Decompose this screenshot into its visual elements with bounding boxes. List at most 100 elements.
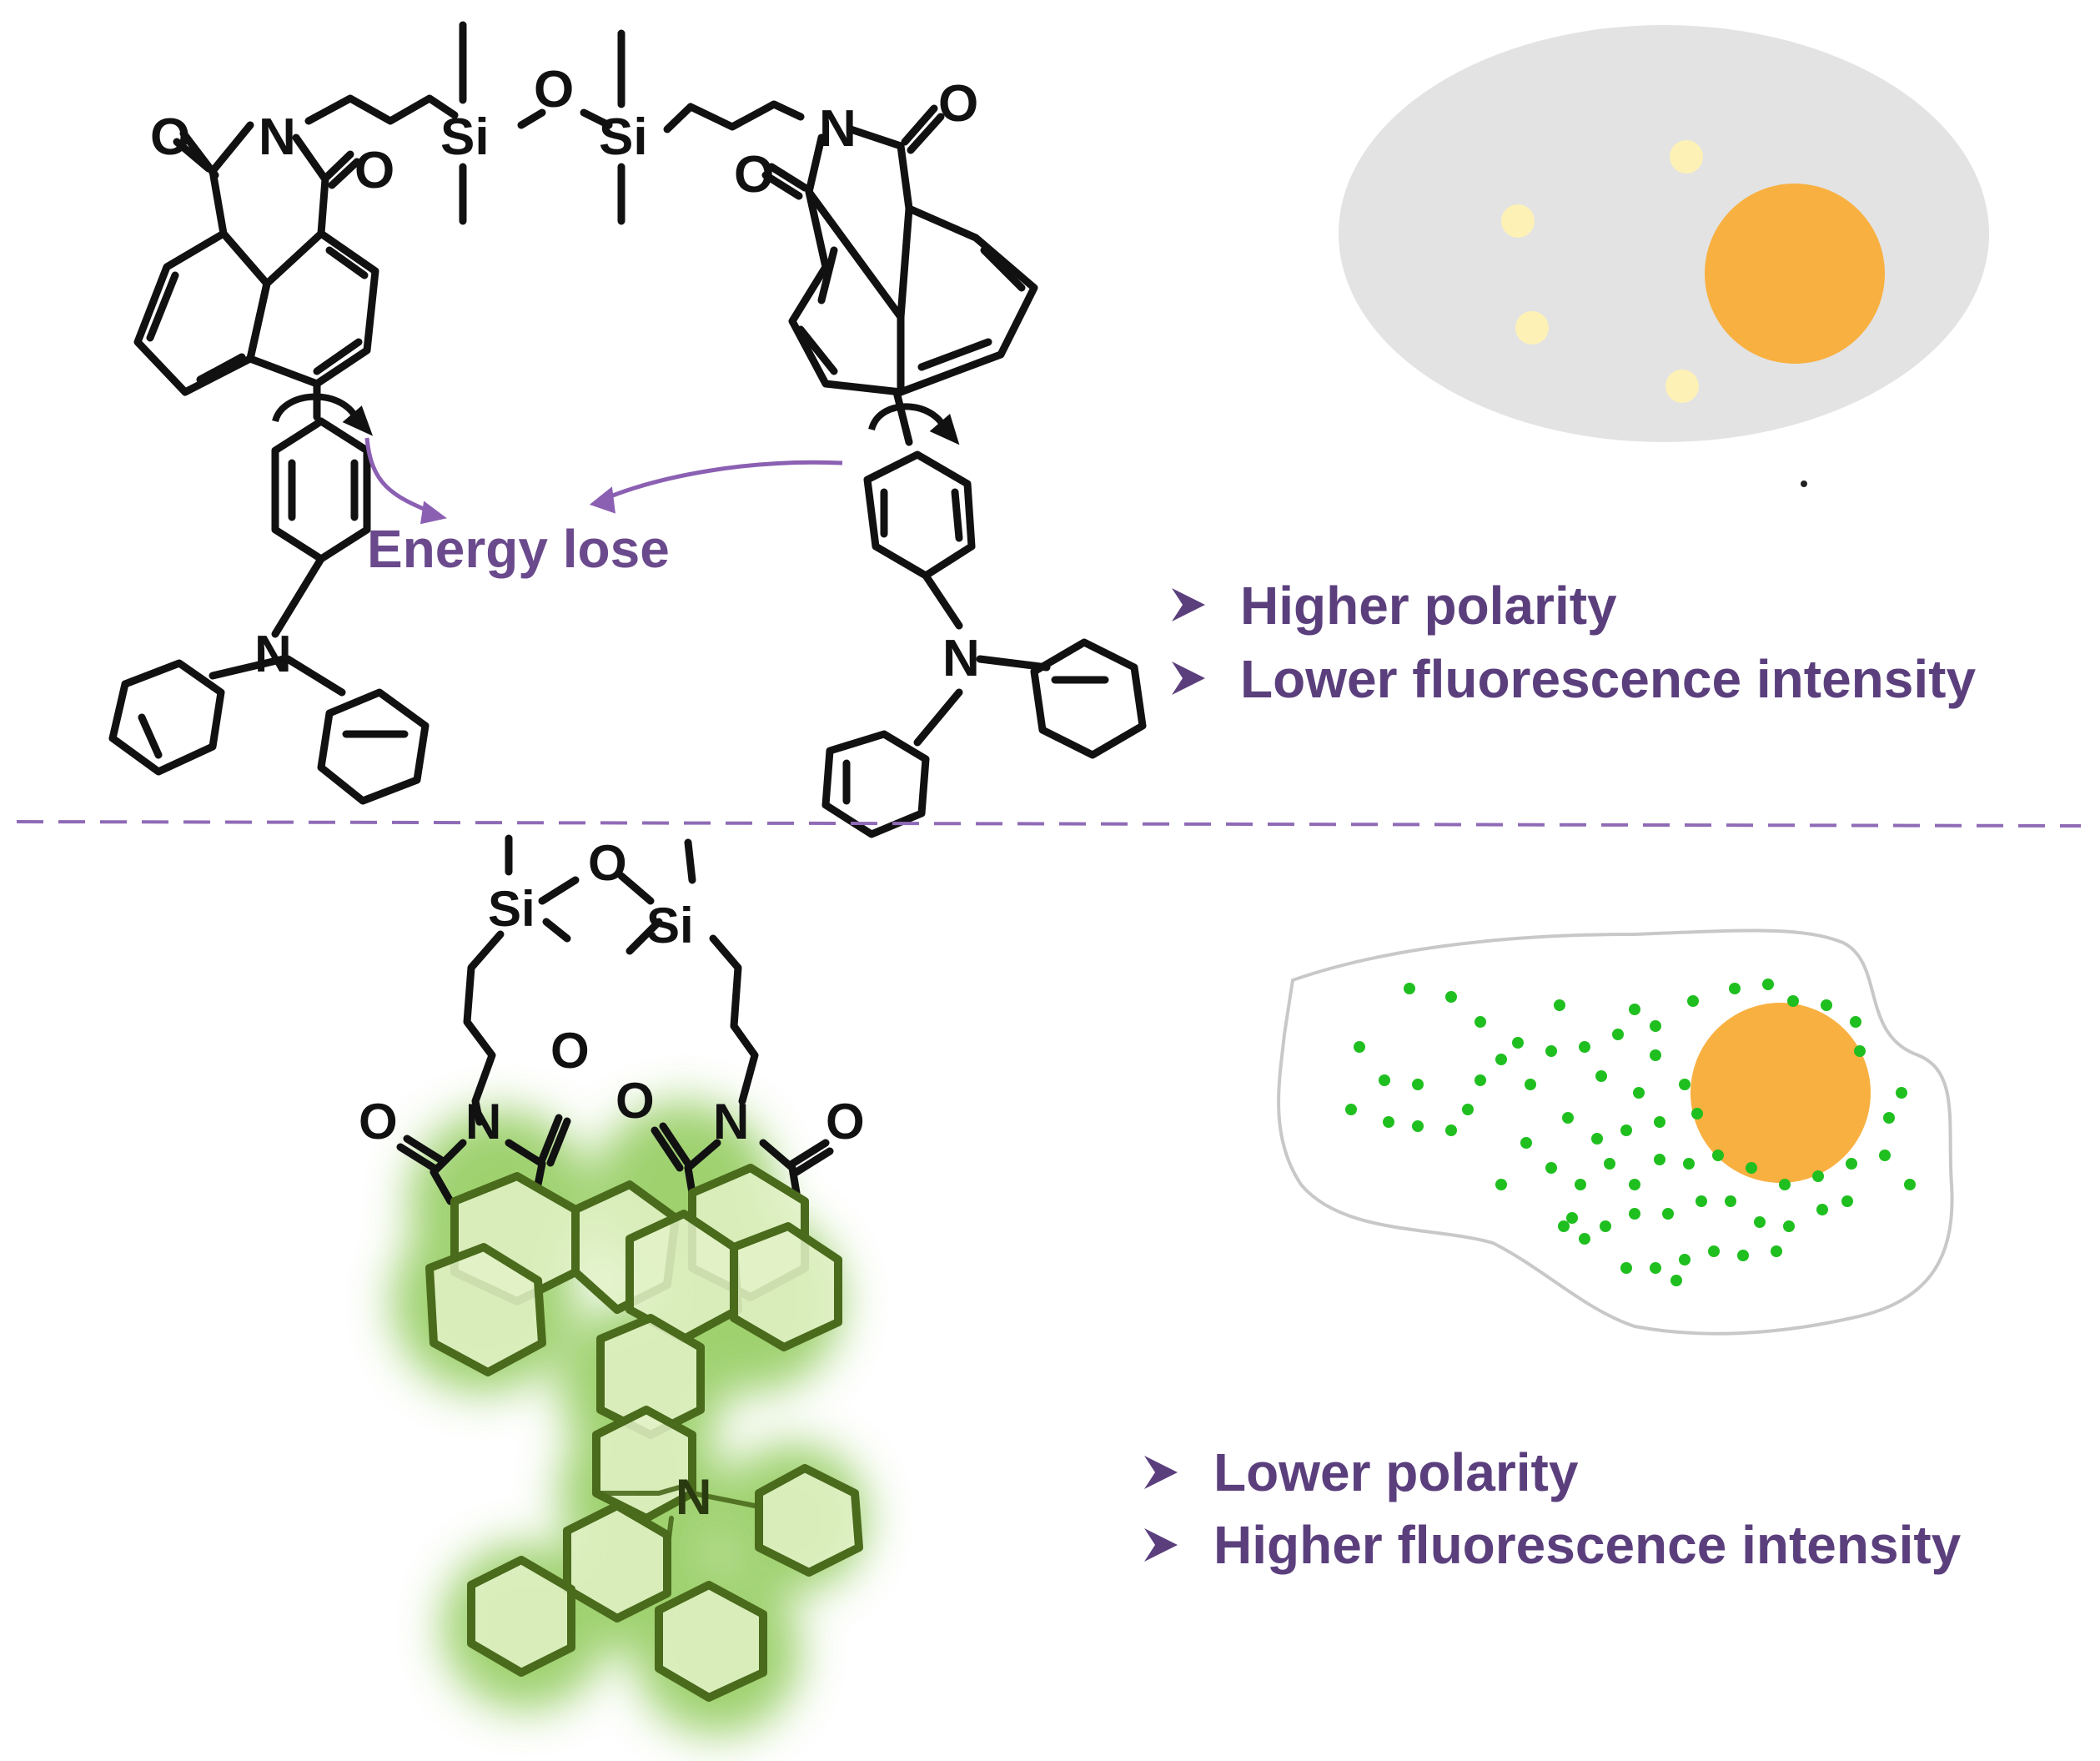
lipid-droplet xyxy=(1629,1208,1640,1220)
lipid-droplet xyxy=(1708,1245,1720,1257)
lipid-droplet xyxy=(1683,1158,1695,1170)
ring xyxy=(730,1222,842,1351)
lipid-droplet xyxy=(1445,1125,1457,1136)
top-cell xyxy=(1339,25,1989,487)
lipid-droplet xyxy=(1654,1116,1665,1128)
lipid-droplet xyxy=(1650,1262,1661,1274)
cell-body xyxy=(1339,25,1989,442)
si-label: Si xyxy=(440,108,490,166)
lipid-droplet xyxy=(1787,995,1799,1007)
lipid-droplet xyxy=(1696,1195,1707,1207)
lipid-droplet xyxy=(1604,1158,1615,1170)
lipid-droplet xyxy=(1771,1245,1782,1257)
o-label: O xyxy=(354,142,394,199)
lipid-droplet xyxy=(1670,140,1703,174)
bullet-text: Higher fluorescence intensity xyxy=(1213,1515,1962,1575)
lipid-droplet xyxy=(1850,1016,1861,1028)
ring xyxy=(425,1243,546,1376)
lipid-droplet xyxy=(1495,1179,1507,1190)
lipid-droplet xyxy=(1725,1195,1736,1207)
lipid-droplet xyxy=(1779,1179,1791,1190)
bottom-molecule xyxy=(396,834,863,1702)
lipid-droplet xyxy=(1595,1070,1607,1082)
lipid-droplet xyxy=(1821,999,1832,1011)
lipid-droplets xyxy=(1345,979,1916,1286)
lipid-droplet xyxy=(1854,1045,1866,1057)
bottom-cell xyxy=(1277,928,1954,1336)
o-label: O xyxy=(734,146,774,204)
lipid-droplet xyxy=(1746,1162,1757,1174)
lipid-droplet xyxy=(1545,1162,1557,1174)
lipid-droplet xyxy=(1620,1125,1632,1136)
lipid-droplet xyxy=(1475,1074,1486,1086)
lipid-droplet xyxy=(1562,1112,1574,1124)
top-atom-labels: Si O Si N N O O O O N N xyxy=(150,61,980,687)
section-divider xyxy=(16,820,2082,828)
lipid-droplet xyxy=(1495,1054,1507,1065)
o-label: O xyxy=(938,75,978,133)
n-label: N xyxy=(259,108,296,166)
lipid-droplet xyxy=(1879,1150,1891,1161)
lipid-droplet xyxy=(1737,1250,1749,1261)
lipid-droplet xyxy=(1662,1208,1674,1220)
energy-loss-arrows xyxy=(364,437,843,525)
o-label: O xyxy=(615,1073,655,1129)
lipid-droplet xyxy=(1620,1262,1632,1274)
lipid-droplet xyxy=(1575,1179,1586,1190)
arrowhead-icon xyxy=(1144,1528,1178,1562)
lipid-droplet xyxy=(1475,1016,1486,1028)
o-label: O xyxy=(588,835,627,891)
lipid-droplet xyxy=(1665,370,1699,403)
lipid-droplet xyxy=(1566,1212,1578,1224)
top-bullets: Higher polarity Lower fluorescence inten… xyxy=(1172,576,1976,709)
lipid-droplet xyxy=(1512,1037,1524,1049)
nucleus xyxy=(1705,184,1885,364)
n-label: N xyxy=(942,630,980,687)
speck xyxy=(1801,481,1807,487)
ring xyxy=(563,1502,671,1623)
lipid-droplet xyxy=(1520,1137,1532,1149)
n-label: N xyxy=(819,100,857,158)
lipid-droplet xyxy=(1383,1116,1394,1128)
o-label: O xyxy=(150,108,190,166)
lipid-droplet xyxy=(1591,1133,1603,1145)
lipid-droplet xyxy=(1629,1179,1640,1190)
ring xyxy=(596,1314,705,1439)
ring xyxy=(467,1556,575,1677)
ring xyxy=(655,1581,767,1702)
o-label: O xyxy=(359,1094,398,1150)
lipid-droplet xyxy=(1629,1004,1640,1015)
lipid-droplet xyxy=(1654,1154,1665,1165)
lipid-droplet xyxy=(1812,1170,1824,1182)
bottom-atom-labels: Si O Si N N O O O O N xyxy=(359,835,865,1525)
n-label: N xyxy=(254,626,292,683)
o-label: O xyxy=(534,61,574,118)
bullet-text: Lower fluorescence intensity xyxy=(1240,649,1976,709)
lipid-droplet xyxy=(1612,1029,1624,1040)
bullet-text: Higher polarity xyxy=(1240,576,1617,636)
lipid-droplet xyxy=(1412,1079,1424,1090)
top-molecule xyxy=(108,21,1147,838)
lipid-droplet xyxy=(1762,979,1774,990)
lipid-droplet xyxy=(1650,1020,1661,1032)
o-label: O xyxy=(550,1023,590,1079)
si-label: Si xyxy=(646,898,694,953)
lipid-droplet xyxy=(1650,1049,1661,1061)
bullet-text: Lower polarity xyxy=(1213,1442,1579,1502)
lipid-droplet xyxy=(1904,1179,1916,1190)
lipid-droplet xyxy=(1670,1275,1682,1286)
lipid-droplet xyxy=(1816,1204,1828,1215)
n-label: N xyxy=(676,1469,711,1525)
lipid-droplet xyxy=(1554,999,1565,1011)
lipid-droplet xyxy=(1345,1104,1357,1115)
lipid-droplet xyxy=(1883,1112,1895,1124)
n-label: N xyxy=(713,1094,749,1150)
lipid-droplet xyxy=(1687,995,1699,1007)
lipid-droplet xyxy=(1404,983,1415,994)
rotation-arrow-icon xyxy=(272,393,960,445)
lipid-droplet xyxy=(1783,1220,1795,1232)
si-label: Si xyxy=(599,108,648,166)
lipid-droplet xyxy=(1846,1158,1857,1170)
lipid-droplet xyxy=(1729,983,1741,994)
